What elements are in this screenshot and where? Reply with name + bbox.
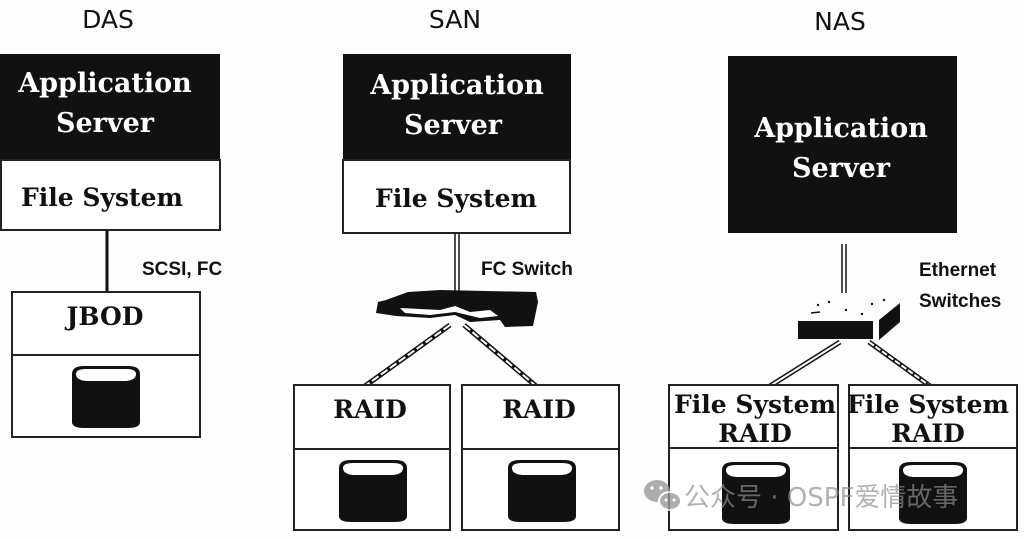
nas-server-line2: Server	[792, 153, 891, 184]
nas-server-line1: Application	[753, 113, 928, 144]
watermark: 公众号 · OSPF爱情故事	[644, 480, 958, 513]
nas-filer-2: File System RAID	[847, 384, 1018, 531]
das-section: DAS Application Server File System SCSI,…	[0, 5, 223, 438]
watermark-text: 公众号 · OSPF爱情故事	[684, 483, 958, 513]
nas-ethernet-cables	[768, 339, 932, 389]
san-raid-2: RAID	[461, 384, 620, 531]
das-file-system: File System	[0, 159, 221, 231]
san-raid-1: RAID	[293, 384, 451, 531]
san-file-system: File System	[342, 159, 571, 234]
das-server-line1: Application	[17, 68, 192, 99]
nas-switch-label-line2: Switches	[919, 291, 1001, 312]
san-server-line2: Server	[404, 110, 503, 141]
nas-title: NAS	[814, 7, 866, 36]
wechat-icon	[644, 480, 682, 511]
san-application-server: Application Server	[343, 54, 571, 160]
nas-application-server: Application Server	[728, 56, 957, 233]
san-raid-2-label: RAID	[502, 395, 576, 424]
nas-filer-2-label-line1: File System	[847, 390, 1009, 419]
nas-section: NAS Application Server Ethernet Switches	[668, 7, 1018, 531]
das-application-server: Application Server	[0, 54, 220, 160]
nas-filer-1: File System RAID	[668, 384, 839, 531]
das-server-line2: Server	[56, 108, 155, 139]
das-title: DAS	[82, 5, 134, 34]
das-disk-icon	[72, 366, 140, 428]
das-link-label: SCSI, FC	[142, 259, 223, 280]
san-server-line1: Application	[369, 70, 544, 101]
san-section: SAN Application Server File System FC Sw…	[293, 5, 620, 531]
san-raid-1-disk-icon	[339, 460, 407, 522]
san-raid-2-disk-icon	[508, 460, 576, 522]
nas-uplink-cable	[841, 244, 847, 293]
fc-switch-icon	[376, 290, 538, 327]
san-uplink-cable	[454, 233, 460, 293]
das-jbod-label: JBOD	[65, 302, 144, 331]
san-raid-1-label: RAID	[333, 395, 407, 424]
nas-switch-label-line1: Ethernet	[919, 260, 997, 281]
das-file-system-label: File System	[21, 183, 183, 212]
san-file-system-label: File System	[375, 184, 537, 213]
san-title: SAN	[429, 5, 481, 34]
san-fc-cables	[363, 322, 538, 389]
nas-filer-1-label-line2: RAID	[718, 419, 792, 448]
san-switch-label: FC Switch	[481, 259, 573, 280]
das-jbod: JBOD	[11, 291, 201, 438]
nas-filer-1-label-line1: File System	[674, 390, 836, 419]
ethernet-switch-icon	[798, 298, 900, 340]
nas-filer-2-label-line2: RAID	[891, 419, 965, 448]
